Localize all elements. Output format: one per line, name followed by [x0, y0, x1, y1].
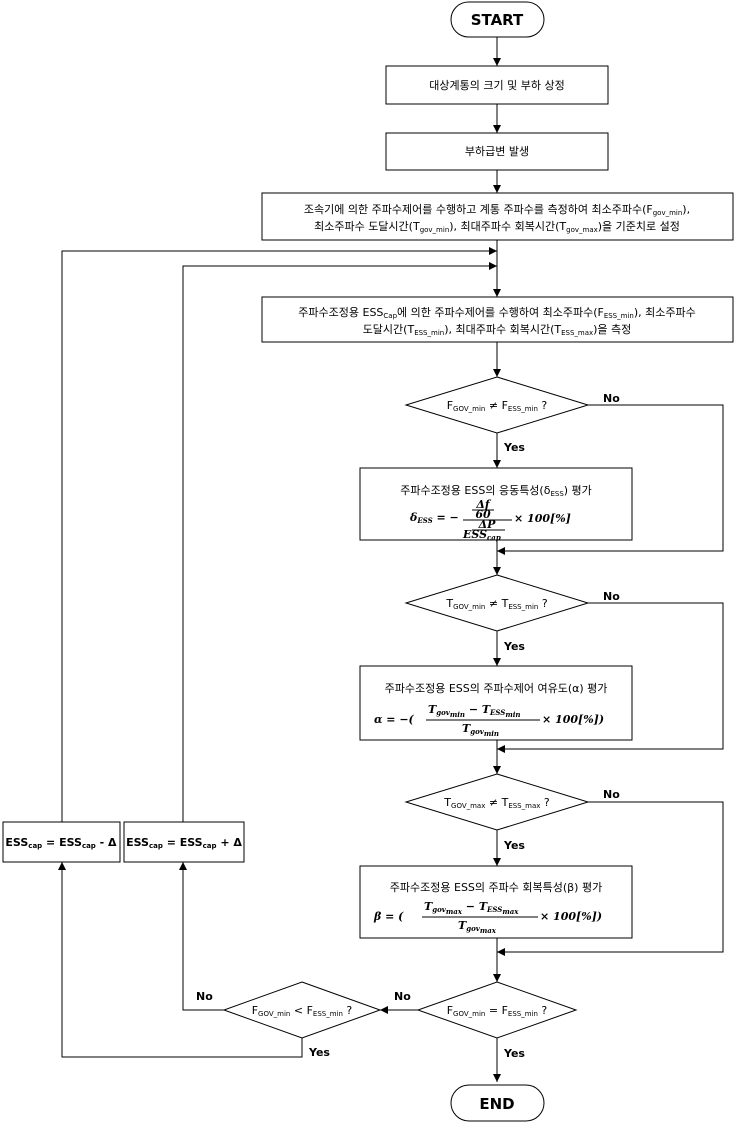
process-text: 대상계통의 크기 및 부하 상정 [429, 78, 564, 92]
yes-label: Yes [503, 640, 525, 653]
process-ess-cap-increase: ESScap = ESScap + Δ [123, 821, 245, 863]
process-governor-control: 조속기에 의한 주파수제어를 수행하고 계통 주파수를 측정하여 최소주파수(F… [261, 192, 734, 241]
process-text: ESScap = ESScap - Δ [5, 836, 117, 850]
no-label: No [603, 788, 620, 801]
decision-fmin-not-equal: FGOV_min ≠ FESS_min ? [404, 376, 590, 434]
formula-lhs: α = −( [374, 713, 415, 726]
formula-lhs: β = ( [373, 910, 404, 923]
formula-delta: δESS = − Δf 60 ΔP ESScap × 100[%] [409, 498, 571, 542]
formula-alpha: α = −( Tgovmin − TESSmin Tgovmin × 100[%… [374, 703, 604, 738]
formula-num1: Δf [475, 498, 492, 511]
start-label: START [471, 11, 524, 29]
connectors [58, 37, 724, 1082]
decision-text: FGOV_min < FESS_min ? [252, 1004, 353, 1018]
process-text-line2: 도달시간(TESS_min), 최대주파수 회복시간(TESS_max)을 측정 [363, 323, 632, 337]
decision-text: FGOV_min = FESS_min ? [447, 1004, 548, 1018]
no-label: No [603, 590, 620, 603]
no-label: No [196, 990, 213, 1003]
formula-numerator: Tgovmin − TESSmin [428, 703, 521, 719]
process-ess-control: 주파수조정용 ESSCap에 의한 주파수제어를 수행하여 최소주파수(FESS… [261, 296, 734, 343]
process-eval-margin: 주파수조정용 ESS의 주파수제어 여유도(α) 평가 α = −( Tgovm… [359, 665, 633, 741]
start-terminal: START [450, 1, 545, 38]
formula-den1: ΔP [478, 518, 497, 531]
end-terminal: END [450, 1084, 545, 1122]
process-text-line2: 최소주파수 도달시간(Tgov_min), 최대주파수 회복시간(Tgov_ma… [314, 220, 680, 234]
yes-label: Yes [503, 839, 525, 852]
process-title: 주파수조정용 ESS의 주파수제어 여유도(α) 평가 [385, 682, 608, 695]
decision-tmin-not-equal: TGOV_min ≠ TESS_min ? [404, 574, 590, 632]
decision-fmin-less: FGOV_min < FESS_min ? [222, 981, 382, 1039]
process-eval-response: 주파수조정용 ESS의 응동특성(δESS) 평가 δESS = − Δf 60… [359, 467, 633, 542]
formula-tail: × 100[%]) [542, 713, 604, 726]
formula-denominator: Tgovmax [458, 919, 497, 935]
formula-tail: × 100[%]) [540, 910, 602, 923]
yes-label: Yes [503, 1047, 525, 1060]
decision-tmax-not-equal: TGOV_max ≠ TESS_max ? [404, 773, 590, 831]
branch-labels: No Yes No Yes No Yes No Yes No Yes [196, 392, 620, 1060]
yes-label: Yes [503, 441, 525, 454]
end-label: END [479, 1095, 514, 1113]
process-title: 주파수조정용 ESS의 응동특성(δESS) 평가 [400, 484, 592, 498]
no-label: No [603, 392, 620, 405]
decision-text: TGOV_min ≠ TESS_min ? [445, 597, 547, 611]
process-text: 부하급변 발생 [465, 144, 529, 158]
formula-lhs: δESS = − [409, 511, 459, 525]
process-title: 주파수조정용 ESS의 주파수 회복특성(β) 평가 [390, 881, 602, 894]
yes-label: Yes [308, 1046, 330, 1059]
formula-num2: 60 [475, 508, 491, 521]
formula-denominator: Tgovmin [462, 722, 499, 738]
formula-beta: β = ( Tgovmax − TESSmax Tgovmax × 100[%]… [373, 900, 602, 935]
process-ess-cap-decrease: ESScap = ESScap - Δ [2, 821, 121, 863]
process-text-line1: 조속기에 의한 주파수제어를 수행하고 계통 주파수를 측정하여 최소주파수(F… [304, 202, 690, 217]
process-text: ESScap = ESScap + Δ [126, 836, 242, 850]
process-text-line1: 주파수조정용 ESSCap에 의한 주파수제어를 수행하여 최소주파수(FESS… [298, 305, 695, 320]
decision-text: TGOV_max ≠ TESS_max ? [443, 796, 550, 810]
formula-tail: × 100[%] [514, 512, 571, 525]
decision-fmin-equal: FGOV_min = FESS_min ? [416, 981, 578, 1039]
process-assume-system-load: 대상계통의 크기 및 부하 상정 [385, 65, 609, 105]
no-label: No [394, 990, 411, 1003]
decision-text: FGOV_min ≠ FESS_min ? [447, 399, 548, 413]
formula-den2: ESScap [462, 528, 501, 542]
formula-numerator: Tgovmax − TESSmax [424, 900, 519, 916]
process-eval-recovery: 주파수조정용 ESS의 주파수 회복특성(β) 평가 β = ( Tgovmax… [359, 865, 633, 939]
process-load-step-change: 부하급변 발생 [385, 132, 609, 171]
